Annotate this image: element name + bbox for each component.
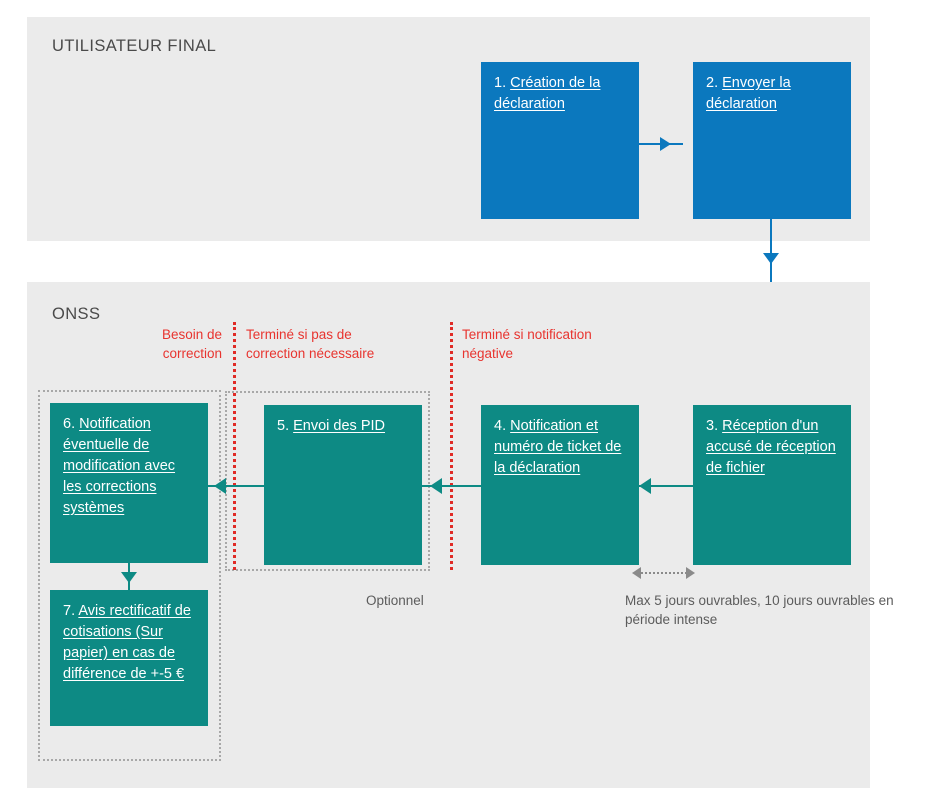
connector-2-to-3-arrowhead: [763, 253, 779, 264]
process-node-7-avis-rectificatif[interactable]: 7. Avis rectificatif de cotisations (Sur…: [50, 590, 208, 726]
node-6-text: 6. Notification éventuelle de modificati…: [63, 414, 196, 519]
node-2-text: 2. Envoyer la déclaration: [706, 73, 839, 115]
zone-title-utilisateur-final: UTILISATEUR FINAL: [52, 37, 217, 55]
annotation-max-jours-ouvrables: Max 5 jours ouvrables, 10 jours ouvrable…: [625, 593, 894, 627]
annotation-termine-si-pas-de-correction: Terminé si pas de correction nécessaire: [246, 327, 375, 361]
connector-1-to-2-arrowhead: [660, 137, 671, 151]
process-node-5-envoi-pid[interactable]: 5. Envoi des PID: [264, 405, 422, 565]
group-box-optionnel: [225, 391, 430, 571]
node-7-label: Avis rectificatif de cotisations (Sur pa…: [63, 603, 191, 682]
node-1-number: 1.: [494, 75, 507, 91]
node-3-label: Réception d'un accusé de réception de fi…: [706, 418, 836, 476]
connector-4-to-5-arrowhead: [430, 478, 442, 494]
node-1-label: Création de la déclaration: [494, 75, 601, 112]
connector-4-to-5-line: [422, 485, 481, 487]
node-3-number: 3.: [706, 418, 719, 434]
connector-5-to-6-line: [208, 485, 264, 487]
duration-measure-line: [641, 572, 687, 574]
node-5-label: Envoi des PID: [293, 418, 386, 434]
annotation-termine-si-notification-negative: Terminé si notification négative: [462, 327, 592, 361]
node-7-number: 7.: [63, 603, 76, 619]
annotation-optionnel: Optionnel: [366, 593, 424, 608]
node-2-label: Envoyer la déclaration: [706, 75, 791, 112]
connector-3-to-4-arrowhead: [639, 478, 651, 494]
connector-3-to-4-line: [639, 485, 693, 487]
node-3-text: 3. Réception d'un accusé de réception de…: [706, 416, 839, 479]
process-node-6-notification-modification[interactable]: 6. Notification éventuelle de modificati…: [50, 403, 208, 563]
node-2-number: 2.: [706, 75, 719, 91]
process-node-2-envoyer-declaration[interactable]: 2. Envoyer la déclaration: [693, 62, 851, 219]
separator-correction-boundary: [233, 322, 236, 570]
node-4-number: 4.: [494, 418, 507, 434]
node-7-text: 7. Avis rectificatif de cotisations (Sur…: [63, 601, 196, 685]
duration-measure-arrow-right: [686, 567, 695, 579]
node-5-number: 5.: [277, 418, 290, 434]
node-6-label: Notification éventuelle de modification …: [63, 416, 176, 516]
annotation-besoin-de-correction: Besoin de correction: [161, 327, 222, 361]
duration-measure-arrow-left: [632, 567, 641, 579]
node-4-text: 4. Notification et numéro de ticket de l…: [494, 416, 627, 479]
node-5-text: 5. Envoi des PID: [277, 416, 410, 437]
process-node-3-reception-accuse[interactable]: 3. Réception d'un accusé de réception de…: [693, 405, 851, 565]
process-node-1-creation-declaration[interactable]: 1. Création de la déclaration: [481, 62, 639, 219]
node-1-text: 1. Création de la déclaration: [494, 73, 627, 115]
process-node-4-notification-ticket[interactable]: 4. Notification et numéro de ticket de l…: [481, 405, 639, 565]
node-6-number: 6.: [63, 416, 76, 432]
connector-6-to-7-arrowhead: [121, 572, 137, 583]
separator-notification-boundary: [450, 322, 453, 570]
zone-title-onss: ONSS: [52, 305, 101, 323]
connector-5-to-6-arrowhead: [214, 478, 226, 494]
group-box-correction: [38, 390, 221, 761]
node-4-label: Notification et numéro de ticket de la d…: [494, 418, 622, 476]
